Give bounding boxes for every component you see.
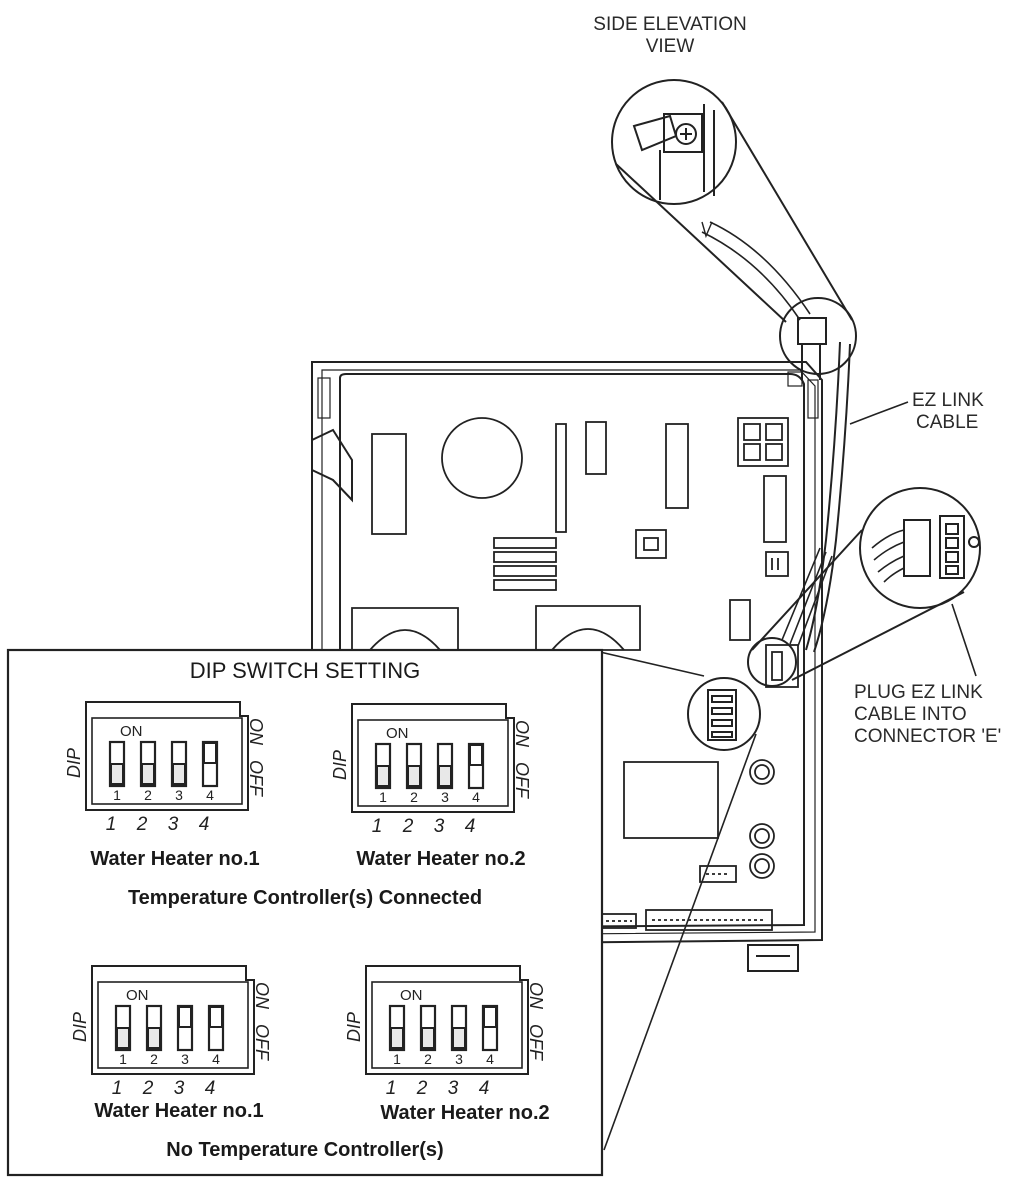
off-side-label: OFF <box>252 1024 272 1061</box>
on-body-label: ON <box>400 987 423 1004</box>
ez-link-line-1: EZ LINK <box>912 390 984 411</box>
switch-lever-4 <box>203 742 217 764</box>
switch-lever-4 <box>469 744 483 766</box>
on-side-label: ON <box>252 982 272 1010</box>
switch-lever-2 <box>421 1027 435 1049</box>
plug-ez-link-label: PLUG EZ LINK CABLE INTO CONNECTOR 'E' <box>854 682 1001 748</box>
switch-lever-1 <box>116 1027 130 1049</box>
ez-link-cable <box>781 341 851 653</box>
switch-outer-number-2: 2 <box>142 1078 154 1099</box>
group2-caption: No Temperature Controller(s) <box>166 1139 444 1161</box>
dip-label: DIP <box>64 748 84 778</box>
side-elevation-label: SIDE ELEVATION VIEW <box>560 14 780 58</box>
switch-number-4: 4 <box>206 787 214 803</box>
switch-number-2: 2 <box>144 787 152 803</box>
ez-link-line-2: CABLE <box>916 412 979 433</box>
switch-outer-number-1: 1 <box>372 816 383 837</box>
switch-number-3: 3 <box>441 789 449 805</box>
switch-number-3: 3 <box>455 1051 463 1067</box>
switch-number-4: 4 <box>486 1051 494 1067</box>
switch-outer-number-2: 2 <box>402 816 414 837</box>
switch-outer-number-2: 2 <box>136 814 148 835</box>
switch-number-1: 1 <box>393 1051 401 1067</box>
dip-switch-blocks: DIPONOFFON11223344DIPONOFFON11223344DIPO… <box>64 701 546 1099</box>
dip-label: DIP <box>344 1012 364 1042</box>
switch-lever-3 <box>178 1006 192 1028</box>
switch-lever-1 <box>390 1027 404 1049</box>
switch-number-3: 3 <box>175 787 183 803</box>
switch-lever-3 <box>172 763 186 785</box>
on-side-label: ON <box>512 720 532 748</box>
switch-outer-number-4: 4 <box>205 1078 216 1099</box>
on-body-label: ON <box>386 725 409 742</box>
side-elevation-magnifier <box>611 79 857 380</box>
switch-number-1: 1 <box>119 1051 127 1067</box>
off-side-label: OFF <box>526 1024 546 1061</box>
switch-lever-1 <box>110 763 124 785</box>
switch-outer-number-1: 1 <box>106 814 117 835</box>
connector-e-magnifier <box>747 487 981 687</box>
switch-lever-3 <box>438 765 452 787</box>
leader-lines <box>599 401 977 1151</box>
switch-number-4: 4 <box>472 789 480 805</box>
ez-link-cable-label: EZ LINK CABLE <box>912 390 984 434</box>
switch-lever-1 <box>376 765 390 787</box>
switch-outer-number-4: 4 <box>479 1078 490 1099</box>
switch-caption-3: Water Heater no.1 <box>94 1100 264 1122</box>
switch-outer-number-4: 4 <box>199 814 210 835</box>
dip-panel-title: DIP SWITCH SETTING <box>189 658 421 683</box>
switch-outer-number-4: 4 <box>465 816 476 837</box>
switch-caption-1: Water Heater no.1 <box>90 848 260 870</box>
switch-outer-number-2: 2 <box>416 1078 428 1099</box>
switch-lever-2 <box>141 763 155 785</box>
plug-line-3: CONNECTOR 'E' <box>854 726 1002 747</box>
on-body-label: ON <box>120 723 143 740</box>
plug-line-1: PLUG EZ LINK <box>854 682 983 703</box>
off-side-label: OFF <box>246 760 266 797</box>
on-side-label: ON <box>246 718 266 746</box>
circuit-board-components <box>351 417 799 931</box>
switch-outer-number-3: 3 <box>174 1078 185 1099</box>
switch-lever-4 <box>209 1006 223 1028</box>
board-dip-switch <box>687 677 761 751</box>
plug-line-2: CABLE INTO <box>854 704 967 725</box>
switch-lever-2 <box>407 765 421 787</box>
switch-number-3: 3 <box>181 1051 189 1067</box>
group1-caption: Temperature Controller(s) Connected <box>127 887 483 909</box>
dip-label: DIP <box>70 1012 90 1042</box>
switch-lever-3 <box>452 1027 466 1049</box>
switch-outer-number-3: 3 <box>434 816 445 837</box>
side-elevation-line-1: SIDE ELEVATION <box>593 14 747 35</box>
switch-number-1: 1 <box>379 789 387 805</box>
side-elevation-line-2: VIEW <box>645 36 695 57</box>
on-side-label: ON <box>526 982 546 1010</box>
switch-caption-4: Water Heater no.2 <box>380 1102 550 1124</box>
off-side-label: OFF <box>512 762 532 799</box>
dip-label: DIP <box>330 750 350 780</box>
switch-number-4: 4 <box>212 1051 220 1067</box>
switch-outer-number-1: 1 <box>112 1078 123 1099</box>
switch-lever-2 <box>147 1027 161 1049</box>
switch-outer-number-3: 3 <box>168 814 179 835</box>
on-body-label: ON <box>126 987 149 1004</box>
switch-outer-number-1: 1 <box>386 1078 397 1099</box>
switch-number-2: 2 <box>410 789 418 805</box>
switch-number-2: 2 <box>424 1051 432 1067</box>
switch-number-1: 1 <box>113 787 121 803</box>
switch-caption-2: Water Heater no.2 <box>356 848 526 870</box>
switch-outer-number-3: 3 <box>448 1078 459 1099</box>
switch-lever-4 <box>483 1006 497 1028</box>
switch-number-2: 2 <box>150 1051 158 1067</box>
